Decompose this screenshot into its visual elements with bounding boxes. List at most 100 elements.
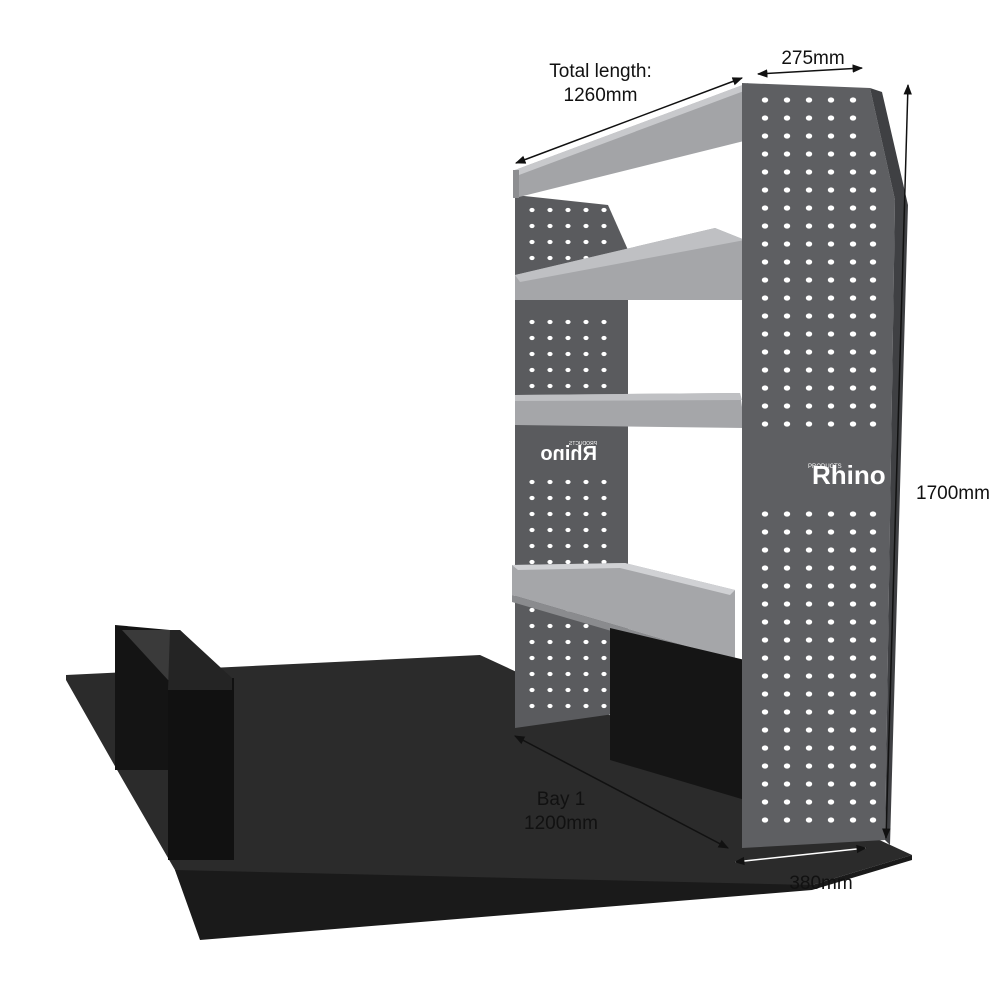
perforation-hole	[849, 277, 857, 283]
height-label: 1700mm	[916, 483, 990, 504]
perforation-hole	[601, 687, 607, 693]
perforation-hole	[761, 673, 769, 679]
perforation-hole	[783, 565, 791, 571]
perforation-hole	[547, 495, 553, 501]
depth-bottom-label: 380mm	[789, 873, 853, 894]
perforation-hole	[761, 601, 769, 607]
bay-length-value: 1200mm	[524, 813, 598, 834]
perforation-hole	[783, 619, 791, 625]
perforation-hole	[827, 637, 835, 643]
perforation-hole	[547, 687, 553, 693]
perforation-hole	[827, 511, 835, 517]
perforation-hole	[783, 727, 791, 733]
perforation-hole	[827, 601, 835, 607]
perforation-hole	[805, 115, 813, 121]
perforation-hole	[529, 223, 535, 229]
perforation-hole	[565, 527, 571, 533]
perforation-hole	[583, 671, 589, 677]
perforation-hole	[761, 151, 769, 157]
perforation-hole	[783, 691, 791, 697]
perforation-hole	[827, 151, 835, 157]
perforation-hole	[827, 259, 835, 265]
perforation-hole	[849, 313, 857, 319]
perforation-hole	[761, 637, 769, 643]
perforation-hole	[869, 511, 877, 517]
perforation-hole	[761, 133, 769, 139]
perforation-hole	[805, 763, 813, 769]
perforation-hole	[849, 583, 857, 589]
perforation-hole	[805, 187, 813, 193]
perforation-hole	[601, 495, 607, 501]
perforation-hole	[761, 727, 769, 733]
perforation-hole	[601, 239, 607, 245]
perforation-hole	[547, 559, 553, 565]
perforation-hole	[783, 385, 791, 391]
bay-name: Bay 1	[536, 789, 586, 810]
front-logo-word: Rhino	[812, 460, 886, 490]
perforation-hole	[601, 559, 607, 565]
perforation-hole	[805, 223, 813, 229]
perforation-hole	[805, 583, 813, 589]
wheel-arch	[115, 625, 234, 860]
perforation-hole	[869, 205, 877, 211]
perforation-hole	[783, 763, 791, 769]
perforation-hole	[869, 187, 877, 193]
perforation-hole	[827, 367, 835, 373]
perforation-hole	[529, 687, 535, 693]
shelf-2	[515, 228, 745, 300]
perforation-hole	[601, 527, 607, 533]
perforation-hole	[529, 639, 535, 645]
perforation-hole	[601, 383, 607, 389]
total-length-arrow	[515, 77, 743, 164]
perforation-hole	[583, 639, 589, 645]
perforation-hole	[547, 335, 553, 341]
rear-logo: Rhino PRODUCTS	[540, 441, 597, 465]
perforation-hole	[869, 151, 877, 157]
perforation-hole	[869, 619, 877, 625]
perforation-hole	[869, 799, 877, 805]
perforation-hole	[869, 367, 877, 373]
perforation-hole	[827, 619, 835, 625]
perforation-hole	[827, 583, 835, 589]
perforation-hole	[827, 817, 835, 823]
perforation-hole	[565, 495, 571, 501]
perforation-hole	[805, 133, 813, 139]
perforation-hole	[565, 239, 571, 245]
front-panel-holes	[761, 97, 877, 823]
perforation-hole	[547, 223, 553, 229]
perforation-hole	[783, 133, 791, 139]
perforation-hole	[565, 255, 571, 261]
perforation-hole	[849, 169, 857, 175]
perforation-hole	[547, 367, 553, 373]
perforation-hole	[783, 817, 791, 823]
perforation-hole	[565, 207, 571, 213]
bay-label: Bay 1 1200mm	[506, 788, 616, 836]
perforation-hole	[869, 655, 877, 661]
perforation-hole	[805, 277, 813, 283]
perforation-hole	[583, 623, 589, 629]
perforation-hole	[761, 619, 769, 625]
perforation-hole	[783, 547, 791, 553]
perforation-hole	[761, 187, 769, 193]
perforation-hole	[761, 205, 769, 211]
perforation-hole	[761, 277, 769, 283]
depth-top-arrow	[756, 64, 864, 78]
perforation-hole	[583, 687, 589, 693]
perforation-hole	[565, 671, 571, 677]
perforation-hole	[805, 565, 813, 571]
perforation-hole	[547, 207, 553, 213]
perforation-hole	[583, 239, 589, 245]
perforation-hole	[761, 223, 769, 229]
perforation-hole	[827, 349, 835, 355]
perforation-hole	[529, 607, 535, 613]
perforation-hole	[783, 709, 791, 715]
perforation-hole	[529, 383, 535, 389]
perforation-hole	[827, 295, 835, 301]
perforation-hole	[849, 421, 857, 427]
perforation-hole	[849, 673, 857, 679]
perforation-hole	[849, 385, 857, 391]
perforation-hole	[827, 187, 835, 193]
perforation-hole	[827, 241, 835, 247]
perforation-hole	[805, 655, 813, 661]
perforation-hole	[869, 349, 877, 355]
